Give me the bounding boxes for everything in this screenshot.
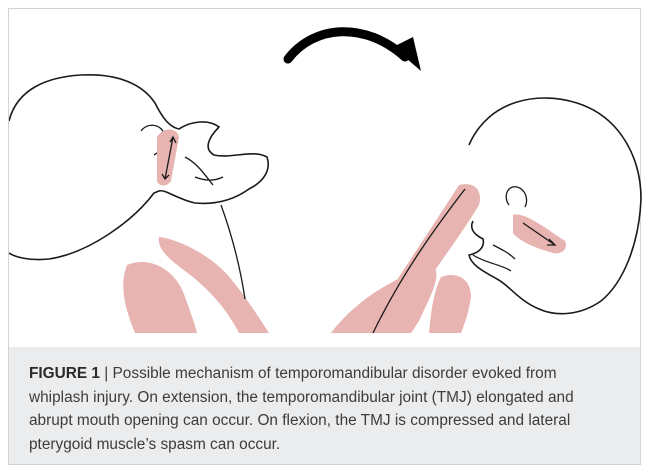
curved-arrow-icon — [288, 32, 421, 71]
flexion-ear-outline — [506, 187, 526, 207]
figure-label: FIGURE 1 — [29, 365, 100, 382]
figure-caption: FIGURE 1 | Possible mechanism of temporo… — [9, 347, 640, 464]
flexion-back-muscle — [429, 275, 471, 333]
flexion-skull-outline — [469, 98, 641, 314]
extension-tmj-muscle — [157, 130, 179, 186]
whiplash-illustration — [9, 9, 642, 339]
extension-head-drawing — [9, 75, 269, 333]
flexion-face-outline — [473, 245, 515, 271]
flexion-head-drawing — [331, 98, 641, 333]
extension-jaw-outline — [185, 157, 223, 185]
extension-shoulder-muscle — [123, 262, 197, 333]
figure-panel: FIGURE 1 | Possible mechanism of temporo… — [8, 8, 641, 465]
flexion-shoulder-muscle — [331, 265, 436, 333]
caption-paragraph: FIGURE 1 | Possible mechanism of temporo… — [29, 362, 620, 456]
caption-separator: | — [100, 365, 113, 382]
